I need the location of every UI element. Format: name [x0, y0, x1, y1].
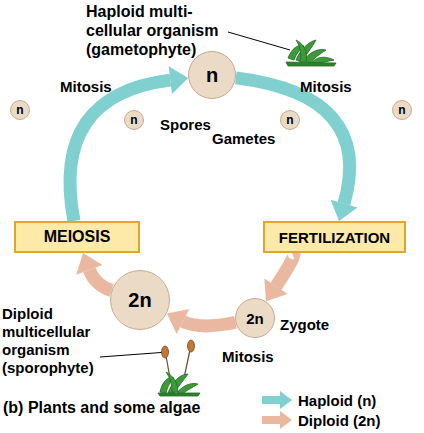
- flow-arrow: [264, 253, 294, 302]
- gamete-circle: n: [280, 110, 300, 130]
- gamete-circle: n: [392, 100, 412, 120]
- legend-row: Haploid (n): [262, 391, 376, 409]
- legend-row: Diploid (2n): [262, 411, 381, 429]
- figure-caption: (b) Plants and some algae: [3, 398, 200, 417]
- gametophyte-illustration: [286, 40, 336, 66]
- legend-text: Diploid (2n): [298, 412, 381, 429]
- process-box: MEIOSIS: [14, 221, 140, 253]
- arrow-head: [167, 309, 189, 334]
- process-label: Mitosis: [60, 78, 112, 96]
- legend-swatch: [262, 411, 292, 429]
- node-text: 2n: [128, 290, 151, 310]
- node-text: n: [130, 114, 137, 126]
- legend-swatch-frame: [262, 391, 292, 409]
- circle-shape: [11, 101, 30, 120]
- arrow-head: [169, 66, 189, 94]
- node-text: n: [286, 114, 293, 126]
- diploid-circle: 2n: [110, 270, 170, 330]
- leader-line: [100, 352, 168, 357]
- node-text: FERTILIZATION: [279, 230, 390, 245]
- arrow-head: [331, 200, 358, 221]
- process-label: Mitosis: [222, 348, 274, 366]
- arrow-head: [76, 253, 102, 275]
- flow-arrow: [167, 309, 236, 334]
- node-text: n: [206, 65, 218, 85]
- process-label: Mitosis: [300, 78, 352, 96]
- zygote-circle: 2n: [235, 298, 275, 338]
- legend-swatch: [262, 391, 292, 409]
- leader-line: [228, 32, 290, 50]
- legend-text: Haploid (n): [298, 392, 376, 409]
- arrow-body: [70, 80, 170, 221]
- flow-arrow: [76, 253, 111, 291]
- arrow-head: [264, 279, 287, 302]
- circle-shape: [125, 111, 144, 130]
- circle-shape: [236, 299, 275, 338]
- arrow-body: [183, 321, 236, 325]
- cell-label: Spores: [160, 116, 211, 134]
- arrow-body: [276, 253, 294, 287]
- spore-circle: n: [10, 100, 30, 120]
- sporophyte-illustration: [158, 340, 200, 396]
- organism-label: Haploid multi-cellular organism (gametop…: [86, 2, 246, 60]
- circle-shape: [111, 271, 170, 330]
- process-box: FERTILIZATION: [263, 221, 406, 253]
- arrow-body: [89, 270, 111, 291]
- circle-shape: [189, 52, 236, 99]
- legend-swatch-frame: [262, 411, 292, 429]
- flow-arrow: [236, 78, 358, 221]
- spore-circle: n: [124, 110, 144, 130]
- cell-label: Zygote: [280, 316, 329, 334]
- node-text: n: [16, 104, 23, 116]
- circle-shape: [393, 101, 412, 120]
- node-text: n: [398, 104, 405, 116]
- organism-label: Diploid multicellular organism (sporophy…: [2, 305, 114, 377]
- circle-shape: [281, 111, 300, 130]
- node-text: 2n: [246, 311, 264, 326]
- cell-label: Gametes: [212, 130, 275, 148]
- node-text: MEIOSIS: [44, 229, 111, 245]
